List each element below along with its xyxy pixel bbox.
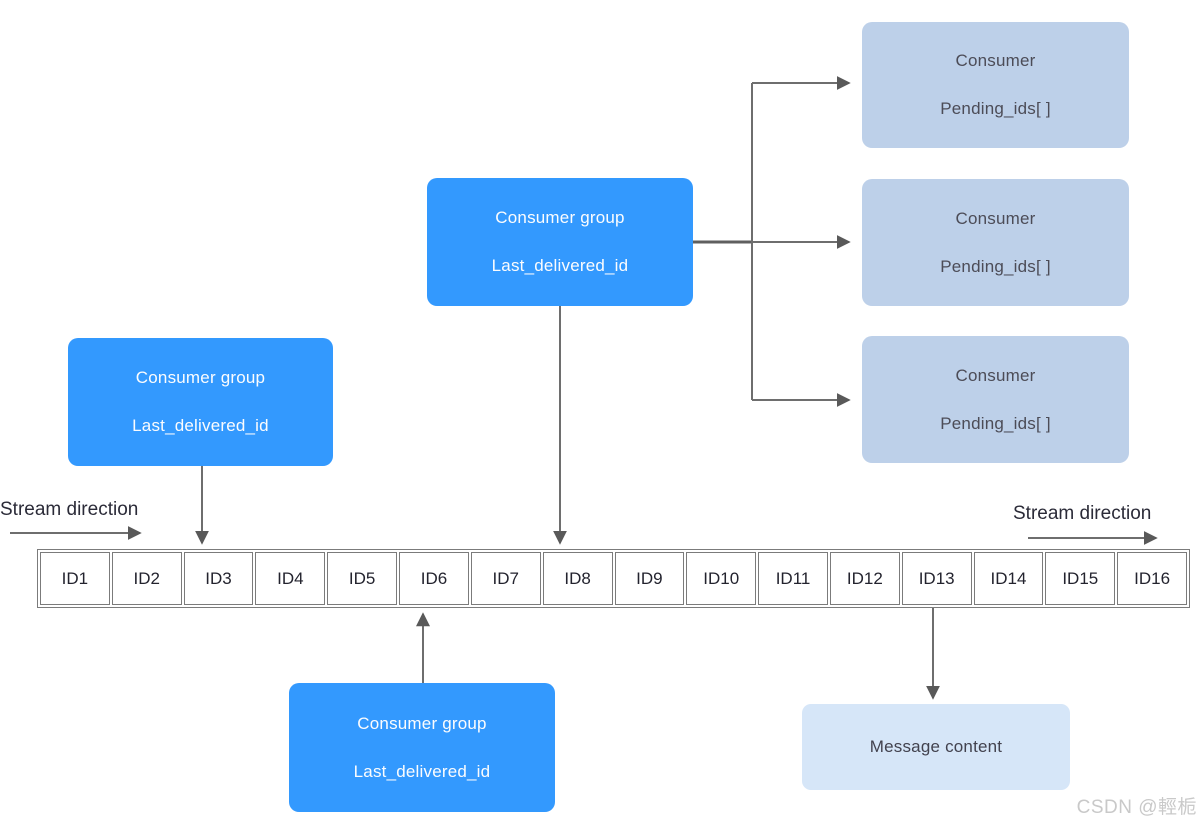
stream-cell-id6: ID6 xyxy=(399,552,469,605)
consumer-group-box-left: Consumer group Last_delivered_id xyxy=(68,338,333,466)
stream-cell-id9: ID9 xyxy=(614,552,685,605)
consumer-group-title: Consumer group xyxy=(357,713,487,733)
consumer-title: Consumer xyxy=(955,51,1036,70)
stream-cell-id3: ID3 xyxy=(183,552,254,605)
consumer-box-2: Consumer Pending_ids[ ] xyxy=(862,179,1129,306)
consumer-title: Consumer xyxy=(955,365,1036,385)
consumer-group-box-top: Consumer group Last_delivered_id xyxy=(427,178,693,306)
message-content-box: Message content xyxy=(802,704,1070,790)
message-content-label: Message content xyxy=(869,737,1003,756)
stream-cell-id8: ID8 xyxy=(542,552,613,605)
consumer-group-last-delivered-id: Last_delivered_id xyxy=(353,761,491,781)
stream-cell-id13: ID13 xyxy=(901,552,972,605)
stream-cell-id14: ID14 xyxy=(973,552,1044,605)
stream-cell-id16: ID16 xyxy=(1117,552,1187,605)
consumer-group-title: Consumer group xyxy=(495,208,625,227)
stream-cell-id15: ID15 xyxy=(1045,552,1116,605)
stream-cell-id10: ID10 xyxy=(686,552,757,605)
consumer-box-1: Consumer Pending_ids[ ] xyxy=(862,22,1129,148)
consumer-pending-ids: Pending_ids[ ] xyxy=(940,256,1051,276)
consumer-pending-ids: Pending_ids[ ] xyxy=(940,99,1051,118)
stream-direction-label-left: Stream direction xyxy=(0,499,139,520)
stream-cell-id7: ID7 xyxy=(470,552,541,605)
stream-cell-id2: ID2 xyxy=(111,552,182,605)
consumer-group-last-delivered-id: Last_delivered_id xyxy=(491,256,629,275)
stream-cell-id11: ID11 xyxy=(758,552,828,605)
stream-direction-label-right: Stream direction xyxy=(1013,503,1152,524)
consumer-pending-ids: Pending_ids[ ] xyxy=(940,413,1051,433)
consumer-group-box-bottom: Consumer group Last_delivered_id xyxy=(289,683,555,812)
stream-cell-id12: ID12 xyxy=(829,552,900,605)
consumer-group-last-delivered-id: Last_delivered_id xyxy=(132,416,269,435)
stream-cell-id5: ID5 xyxy=(327,552,398,605)
consumer-group-title: Consumer group xyxy=(135,368,266,387)
stream-row: ID1 ID2 ID3 ID4 ID5 ID6 ID7 ID8 ID9 ID10… xyxy=(37,549,1190,608)
csdn-watermark: CSDN @輕栀 xyxy=(1076,797,1197,818)
consumer-title: Consumer xyxy=(955,208,1036,228)
consumer-box-3: Consumer Pending_ids[ ] xyxy=(862,336,1129,463)
stream-cell-id4: ID4 xyxy=(255,552,326,605)
stream-cell-id1: ID1 xyxy=(40,552,110,605)
